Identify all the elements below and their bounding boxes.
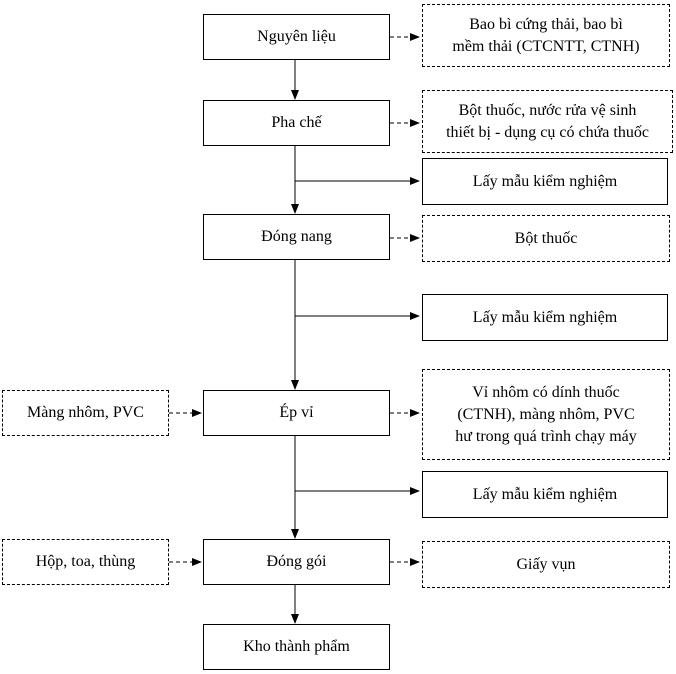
waste-dong-goi: Giấy vụn <box>422 541 670 588</box>
waste-nguyen-lieu-line-1: Bao bì cứng thải, bao bì <box>469 15 623 33</box>
sampling-2: Lấy mẫu kiểm nghiệm <box>422 294 668 341</box>
waste-dong-goi-label: Giấy vụn <box>516 555 576 573</box>
step-pha-che-label: Pha chế <box>271 114 322 131</box>
waste-pha-che: Bột thuốc, nước rửa vệ sinh thiết bị - d… <box>422 90 673 153</box>
waste-ep-vi-line-1: Vỉ nhôm có dính thuốc <box>472 383 620 401</box>
waste-pha-che-line-1: Bột thuốc, nước rửa vệ sinh <box>458 101 637 119</box>
step-dong-goi-label: Đóng gói <box>266 553 327 570</box>
waste-nguyen-lieu-line-2: mềm thải (CTCNTT, CTNH) <box>452 37 640 55</box>
waste-ep-vi: Vỉ nhôm có dính thuốc (CTNH), màng nhôm,… <box>422 369 670 460</box>
waste-dong-nang: Bột thuốc <box>422 215 670 262</box>
waste-ep-vi-line-2: (CTNH), màng nhôm, PVC <box>457 405 635 423</box>
step-nguyen-lieu: Nguyên liệu <box>203 14 390 60</box>
waste-dong-nang-label: Bột thuốc <box>514 229 578 247</box>
step-dong-nang: Đóng nang <box>203 214 390 260</box>
waste-pha-che-line-2: thiết bị - dụng cụ có chứa thuốc <box>446 123 649 141</box>
sampling-3-label: Lấy mẫu kiểm nghiệm <box>472 485 618 503</box>
step-nguyen-lieu-label: Nguyên liệu <box>257 28 336 45</box>
step-kho-thanh-pham: Kho thành phẩm <box>203 624 390 670</box>
waste-nguyen-lieu: Bao bì cứng thải, bao bì mềm thải (CTCNT… <box>422 4 670 67</box>
input-dong-goi-label: Hộp, toa, thùng <box>35 553 136 570</box>
step-dong-goi: Đóng gói <box>203 539 390 585</box>
waste-ep-vi-line-3: hư trong quá trình chạy máy <box>455 427 637 445</box>
step-ep-vi-label: Ép vỉ <box>279 404 314 421</box>
sampling-2-label: Lấy mẫu kiểm nghiệm <box>472 308 618 326</box>
input-dong-goi: Hộp, toa, thùng <box>2 539 169 585</box>
input-ep-vi-label: Màng nhôm, PVC <box>27 404 144 421</box>
step-pha-che: Pha chế <box>203 100 390 146</box>
sampling-1-label: Lấy mẫu kiểm nghiệm <box>472 172 618 190</box>
input-ep-vi: Màng nhôm, PVC <box>2 390 169 436</box>
sampling-3: Lấy mẫu kiểm nghiệm <box>422 471 668 518</box>
step-kho-label: Kho thành phẩm <box>243 638 350 655</box>
sampling-1: Lấy mẫu kiểm nghiệm <box>422 158 668 205</box>
step-dong-nang-label: Đóng nang <box>261 228 332 245</box>
step-ep-vi: Ép vỉ <box>203 390 390 436</box>
